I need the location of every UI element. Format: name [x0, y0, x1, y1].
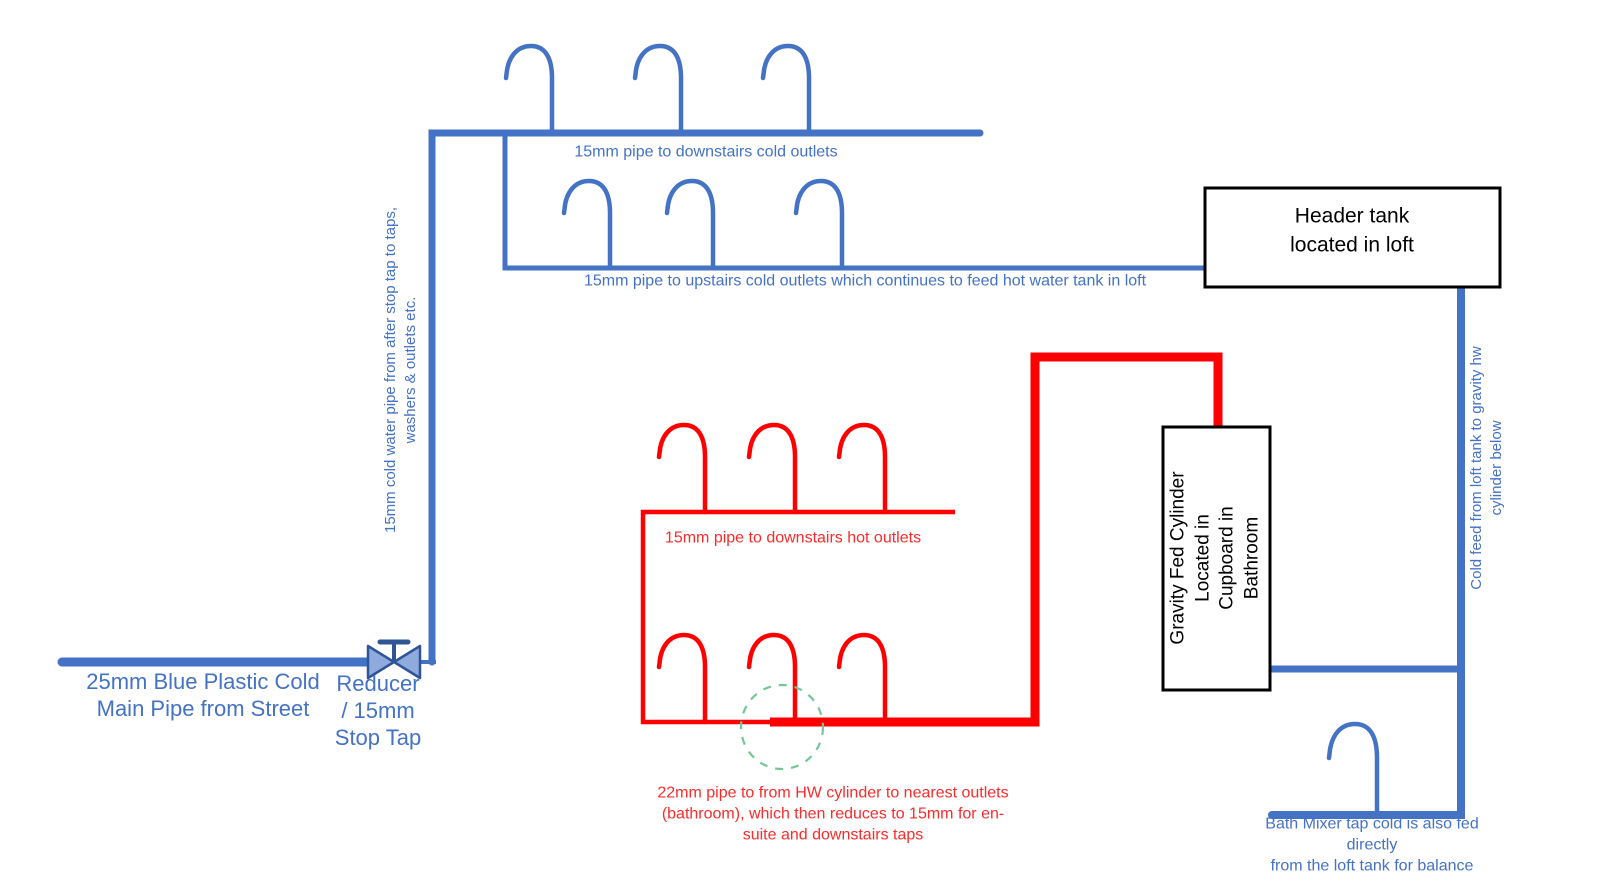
tap-icon	[632, 43, 684, 136]
tap-icon	[793, 178, 845, 271]
header-tank-box	[1203, 186, 1502, 289]
cold-riser-and-downstairs-run	[428, 129, 984, 666]
tap-icon	[664, 178, 716, 271]
tap-icon	[656, 422, 708, 515]
loft-cold-feed-pipe	[1268, 283, 1465, 819]
stop-tap-valve-icon	[366, 639, 422, 680]
bath-mixer-tap-icon	[1326, 721, 1380, 818]
cylinder-box	[1161, 425, 1272, 692]
tap-icon	[836, 632, 888, 725]
tap-icon	[746, 632, 798, 725]
tap-icon	[561, 178, 613, 271]
upstairs-cold-run	[502, 135, 1205, 271]
tap-icon	[746, 422, 798, 515]
hot-22mm-pipe	[770, 352, 1223, 727]
tap-icon	[760, 43, 812, 136]
hot-pipework	[640, 352, 1223, 727]
tap-icon	[656, 632, 708, 725]
tap-icon	[503, 43, 555, 136]
reducer-highlight-circle	[739, 683, 825, 771]
tap-icon	[836, 422, 888, 515]
cold-pipework	[57, 43, 1465, 819]
hot-15mm-pipe	[640, 509, 955, 725]
